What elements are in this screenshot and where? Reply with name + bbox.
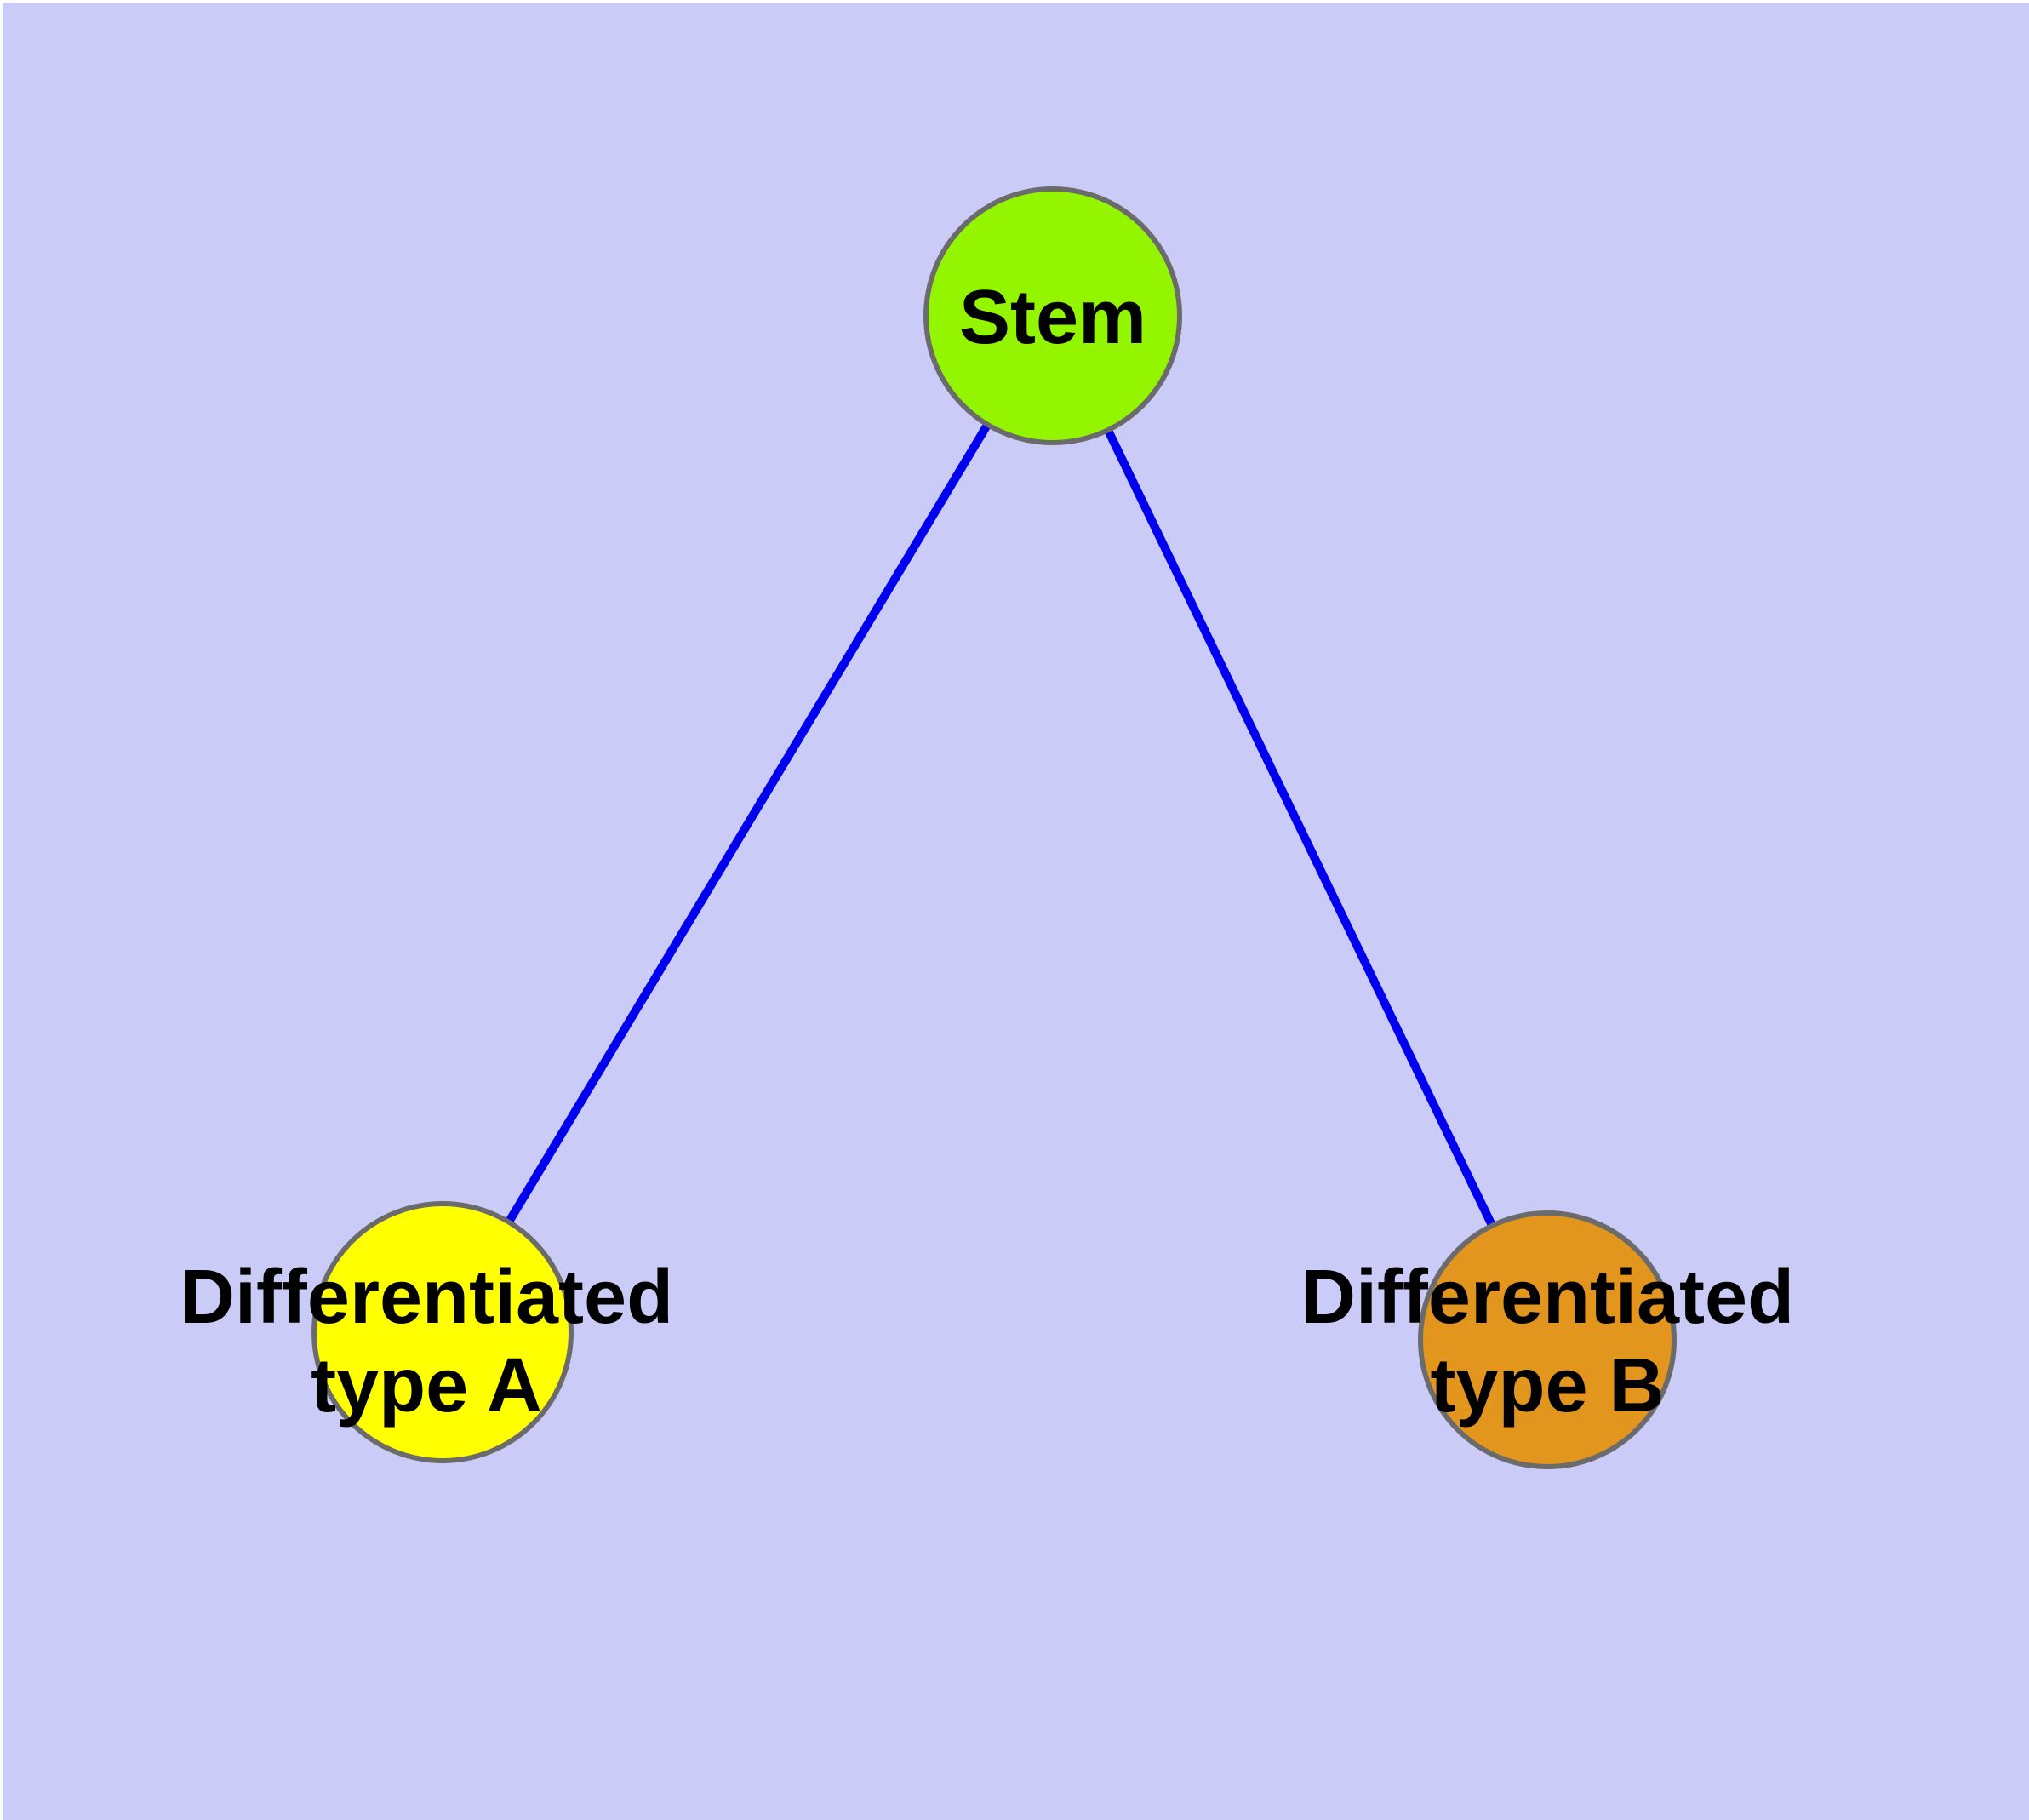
node-type-b-label-line1: Differentiated xyxy=(1300,1255,1795,1340)
node-type-a-label-line1: Differentiated xyxy=(179,1255,674,1340)
node-stem-label: Stem xyxy=(958,275,1147,360)
node-stem-circle xyxy=(923,186,1182,445)
edge-stem-to-type-b xyxy=(1049,313,1552,1342)
node-type-a-label-line2: type A xyxy=(311,1343,542,1428)
node-type-a-circle xyxy=(311,1201,574,1463)
node-type-b-label-line2: type B xyxy=(1430,1343,1665,1428)
node-type-a-label: Differentiated type A xyxy=(180,1253,673,1430)
edge-stem-to-type-a xyxy=(438,313,1057,1335)
node-type-b-label: Differentiated type B xyxy=(1300,1253,1794,1430)
node-type-b-circle xyxy=(1418,1210,1677,1469)
